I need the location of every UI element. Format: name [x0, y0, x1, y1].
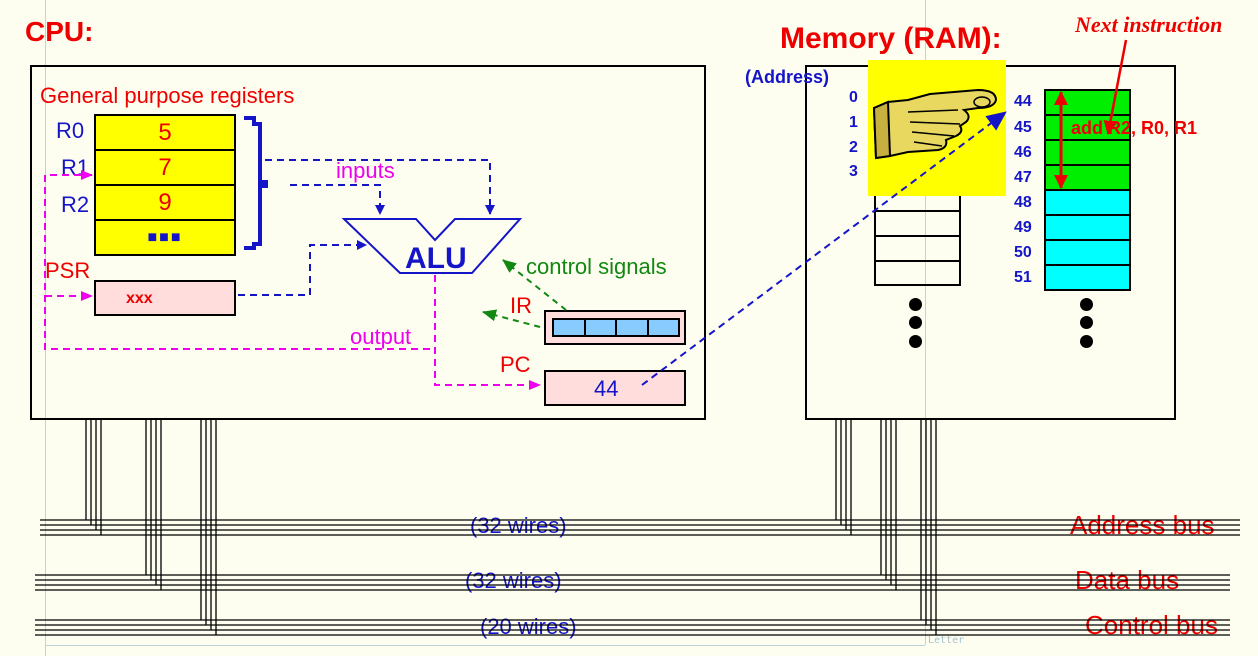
register-r1-value: 7 [158, 153, 172, 181]
ir-field [554, 320, 586, 335]
memory-cell [876, 212, 959, 237]
output-line-to-registers [44, 170, 430, 350]
gpr-label: General purpose registers [40, 83, 295, 108]
data-cell [1046, 266, 1129, 289]
ir-fields [552, 318, 680, 337]
ellipsis-dot [909, 316, 922, 329]
cpu-box [30, 65, 706, 420]
ir-field [585, 320, 617, 335]
data-cell [1046, 241, 1129, 266]
cpu-title: CPU: [25, 16, 94, 47]
program-counter: 44 [544, 370, 686, 406]
register-r1: 7 [96, 151, 234, 186]
pc-to-memory-line [641, 111, 1007, 386]
ellipsis-icon: ■■■ [147, 228, 183, 246]
ir-field [617, 320, 649, 335]
ir-field [648, 320, 678, 335]
alu-shape [341, 218, 523, 274]
pointing-hand-icon [872, 88, 998, 160]
register-name-r0: R0 [56, 118, 85, 143]
register-brace [244, 116, 268, 250]
page-guide-vertical-2 [925, 0, 926, 645]
address-0: 0 [849, 89, 858, 106]
address-3: 3 [849, 163, 858, 180]
output-label: output [350, 324, 412, 349]
pc-value: 44 [594, 376, 619, 401]
page-guide-vertical [45, 0, 46, 656]
control-bus-wires: (20 wires) [480, 614, 577, 639]
instruction-text: add R2, R0, R1 [1071, 118, 1198, 138]
register-file: 5 7 9 ■■■ [94, 114, 236, 256]
pointing-hand-image [868, 60, 1006, 196]
register-r0-value: 5 [158, 118, 172, 146]
address-label: (Address) [745, 67, 830, 87]
next-instruction-arrow [1103, 39, 1128, 135]
memory-cell [876, 187, 959, 212]
register-r0: 5 [96, 116, 234, 151]
data-cell [1046, 216, 1129, 241]
memory-cell [876, 237, 959, 262]
ir-label: IR [510, 293, 532, 318]
address-47: 47 [1014, 169, 1032, 186]
page-size-label: Letter [928, 635, 965, 646]
bus-wires [35, 420, 1240, 636]
ellipsis-dot [909, 298, 922, 311]
instruction-register [544, 310, 686, 345]
register-r2-value: 9 [158, 188, 172, 216]
psr-value: xxx [126, 290, 153, 307]
control-signal-to-alu [502, 259, 567, 311]
psr-label: PSR [45, 258, 91, 283]
address-1: 1 [849, 114, 858, 131]
ellipsis-dot [1080, 316, 1093, 329]
address-51: 51 [1014, 269, 1032, 286]
input-line-a [265, 159, 495, 215]
input-line-b [290, 184, 385, 215]
control-signal-out [482, 309, 541, 328]
register-more: ■■■ [96, 221, 234, 254]
register-r2: 9 [96, 186, 234, 221]
inputs-label: inputs [336, 158, 395, 183]
memory-title: Memory (RAM): [780, 22, 1002, 55]
page-guide-horizontal [45, 645, 925, 646]
output-line-to-pc [434, 275, 541, 390]
address-45: 45 [1014, 119, 1032, 136]
psr-register: xxx [94, 280, 236, 316]
address-46: 46 [1014, 144, 1032, 161]
address-44: 44 [1014, 93, 1032, 110]
register-name-r2: R2 [61, 192, 90, 217]
address-2: 2 [849, 139, 858, 156]
pc-label: PC [500, 352, 531, 377]
psr-to-alu-line [238, 240, 367, 296]
alu-label: ALU [405, 242, 467, 275]
control-signals-label: control signals [526, 254, 667, 279]
address-48: 48 [1014, 194, 1032, 211]
data-cell [1046, 191, 1129, 216]
ellipsis-dot [1080, 335, 1093, 348]
next-instruction-label: Next instruction [1075, 12, 1223, 37]
address-50: 50 [1014, 244, 1032, 261]
ellipsis-dot [1080, 298, 1093, 311]
address-49: 49 [1014, 219, 1032, 236]
ellipsis-dot [909, 335, 922, 348]
